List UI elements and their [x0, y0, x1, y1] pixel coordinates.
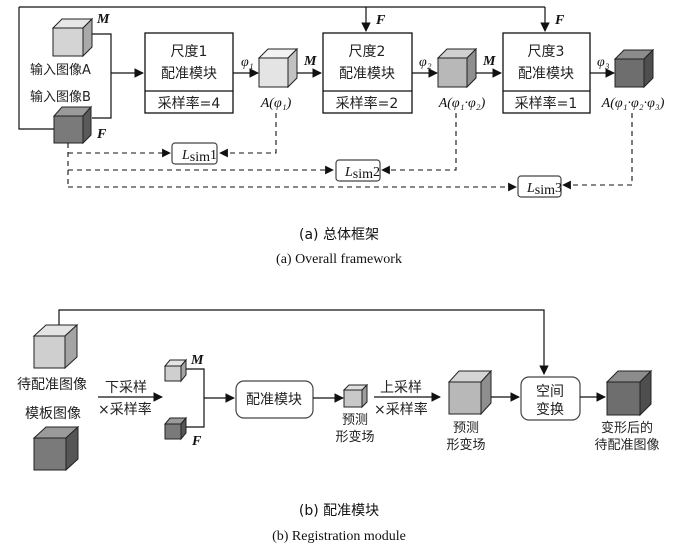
input-m-tag: M [96, 12, 110, 27]
upsample-label: 上采样 [380, 380, 422, 396]
scale1-rate: 采样率=4 [158, 95, 221, 112]
pred-field-large-cube [447, 369, 493, 416]
downsample-label: 下采样 [105, 380, 147, 396]
out1-to-loss1 [219, 113, 277, 158]
downsample-rate-label: ×采样率 [98, 401, 152, 418]
input-image-b-label: 输入图像B [30, 89, 91, 105]
svg-text:Lsim1: Lsim1 [181, 148, 217, 165]
reg-module-label: 配准模块 [246, 392, 302, 408]
spatial-transform-line2: 变换 [536, 401, 564, 418]
caption-b-zh: (b) 配准模块 [299, 503, 379, 519]
input-image-b-cube [52, 105, 93, 145]
scale2-rate: 采样率=2 [336, 95, 399, 112]
input-merge-line [92, 33, 112, 119]
output1-label: A(φ₁) [260, 96, 292, 111]
scale1-subtitle: 配准模块 [161, 66, 217, 82]
small-merge-line [186, 368, 205, 428]
phi1-label: φ₁ [241, 55, 254, 70]
m-label-scale3: M [482, 54, 496, 69]
scale3-subtitle: 配准模块 [518, 66, 574, 82]
warped-image-line2: 待配准图像 [594, 438, 659, 453]
m-label-scale2: M [303, 54, 317, 69]
scale3-title: 尺度3 [528, 44, 565, 60]
output2-cube [436, 47, 478, 89]
small-moving-cube [163, 358, 188, 383]
f-label-scale2: F [375, 13, 386, 28]
loss3-box: Lsim3 [517, 175, 562, 198]
small-f-tag: F [191, 434, 202, 449]
pred-field-large-line1: 预测 [453, 421, 479, 436]
f-loop-line [18, 7, 54, 130]
small-fixed-cube [163, 416, 188, 441]
warped-image-line1: 变形后的 [601, 420, 653, 436]
spatial-transform-box: 空间 变换 [520, 376, 581, 421]
moving-image-label: 待配准图像 [17, 377, 87, 393]
output2-label: A(φ₁·φ₂) [438, 96, 486, 111]
caption-a-en: (a) Overall framework [276, 252, 402, 267]
overall-framework: F F M F 输入图像A 输入图像B 尺度1 配准模块 采样率=4 [18, 6, 665, 267]
output3-label: A(φ₁·φ₂·φ₃) [601, 96, 665, 111]
moving-bypass-line [58, 309, 549, 375]
scale3-module: 尺度3 配准模块 采样率=1 [502, 32, 591, 114]
registration-module: 待配准图像 模板图像 下采样 ×采样率 M F [17, 309, 660, 544]
caption-a-zh: (a) 总体框架 [299, 227, 379, 243]
warped-image-cube [605, 369, 653, 417]
scale2-title: 尺度2 [349, 44, 386, 60]
scale1-title: 尺度1 [171, 44, 208, 60]
template-image-label: 模板图像 [25, 406, 81, 422]
pred-field-large-line2: 形变场 [446, 437, 485, 453]
small-m-tag: M [190, 353, 204, 368]
reg-module-box: 配准模块 [235, 380, 314, 419]
scale1-module: 尺度1 配准模块 采样率=4 [144, 32, 234, 114]
scale2-subtitle: 配准模块 [339, 66, 395, 82]
output3-cube [613, 48, 655, 89]
template-image-cube [32, 425, 80, 472]
scale2-module: 尺度2 配准模块 采样率=2 [322, 32, 413, 114]
input-image-a-cube [51, 17, 94, 58]
input-image-a-label: 输入图像A [30, 62, 91, 78]
input-f-tag: F [96, 127, 107, 142]
f-label-scale3: F [554, 13, 565, 28]
moving-image-cube [32, 323, 79, 370]
svg-text:Lsim3: Lsim3 [526, 181, 562, 198]
loss1-box: Lsim1 [171, 142, 218, 165]
pred-field-small-line2: 形变场 [335, 429, 374, 445]
spatial-transform-line1: 空间 [536, 384, 564, 400]
out2-to-loss2 [381, 113, 457, 175]
phi2-label: φ₂ [419, 55, 432, 70]
scale3-rate: 采样率=1 [515, 95, 578, 112]
loss2-box: Lsim2 [335, 159, 381, 182]
phi3-label: φ₃ [597, 55, 610, 70]
upsample-rate-label: ×采样率 [374, 401, 428, 418]
svg-text:Lsim2: Lsim2 [344, 165, 380, 182]
output1-cube [257, 47, 299, 89]
out3-to-loss3 [562, 113, 633, 190]
caption-b-en: (b) Registration module [272, 529, 406, 544]
pred-field-small-cube [342, 383, 369, 409]
pred-field-small-line1: 预测 [342, 413, 368, 428]
